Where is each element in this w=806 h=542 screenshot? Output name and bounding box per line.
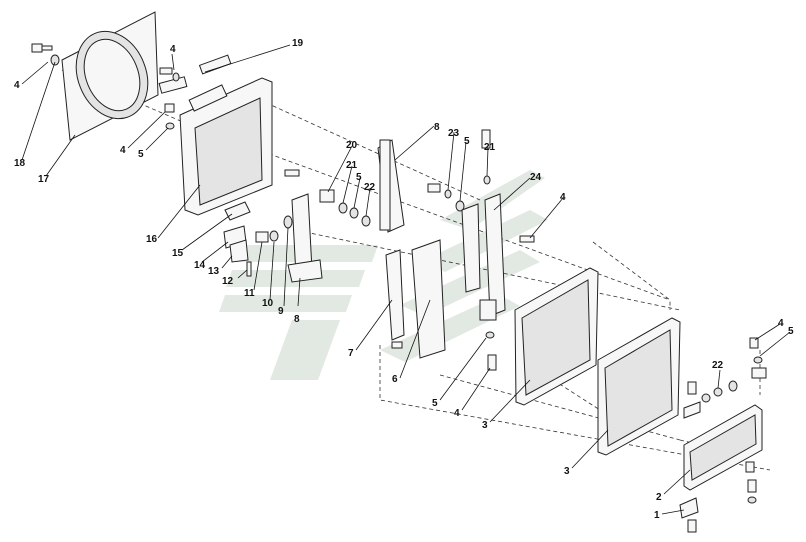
callout-label: 5 (138, 149, 144, 160)
callout-label: 2 (656, 492, 662, 503)
bolt-stack-23 (427, 129, 491, 212)
callout-label: 15 (172, 248, 184, 259)
callout-label: 4 (120, 145, 126, 156)
callout-label: 13 (208, 266, 220, 277)
callout-labels: 4 18 17 4 19 4 5 16 15 14 13 12 11 10 9 … (14, 38, 794, 521)
callout-label: 8 (294, 314, 300, 325)
callout-label: 23 (448, 128, 460, 139)
callout-label: 1 (654, 510, 660, 521)
callout-label: 19 (292, 38, 304, 49)
callout-label: 20 (346, 140, 358, 151)
callout-label: 3 (482, 420, 488, 431)
callout-label: 10 (262, 298, 274, 309)
side-bracket-7 (385, 249, 405, 341)
callout-label: 11 (244, 288, 255, 299)
callout-label: 18 (14, 158, 26, 169)
lower-bracket-assembly (223, 201, 293, 277)
oil-cooler (683, 404, 763, 491)
callout-label: 5 (356, 172, 362, 183)
callout-label: 7 (348, 348, 354, 359)
support-bracket-top (377, 139, 405, 233)
callout-label: 4 (454, 408, 460, 419)
callout-label: 9 (278, 306, 284, 317)
callout-label: 6 (392, 374, 398, 385)
radiator-core-front (514, 267, 599, 406)
callout-label: 5 (464, 136, 470, 147)
radiator-hardware (159, 67, 300, 177)
callout-label: 21 (346, 160, 358, 171)
callout-label: 4 (560, 192, 566, 203)
right-hardware (679, 337, 767, 533)
callout-label: 22 (712, 360, 724, 371)
support-bracket-left (287, 193, 323, 283)
callout-label: 4 (170, 44, 176, 55)
callout-label: 5 (788, 326, 794, 337)
bolt-washer-left (31, 43, 60, 66)
callout-label: 12 (222, 276, 234, 287)
main-radiator (158, 54, 273, 216)
callout-label: 16 (146, 234, 158, 245)
fan-shroud (61, 11, 159, 141)
callout-label: 4 (778, 318, 784, 329)
callout-label: 3 (564, 466, 570, 477)
callout-label: 17 (38, 174, 50, 185)
leader-lines (21, 44, 791, 515)
callout-label: 5 (432, 398, 438, 409)
callout-label: 8 (434, 122, 440, 133)
bolt-right-4 (519, 235, 535, 243)
callout-label: 24 (530, 172, 542, 183)
side-bracket-6 (391, 239, 446, 359)
radiator-core-rear (597, 317, 681, 456)
callout-label: 21 (484, 142, 496, 153)
callout-label: 4 (14, 80, 20, 91)
callout-label: 22 (364, 182, 376, 193)
callout-label: 14 (194, 260, 206, 271)
support-bracket-24 (461, 193, 506, 371)
